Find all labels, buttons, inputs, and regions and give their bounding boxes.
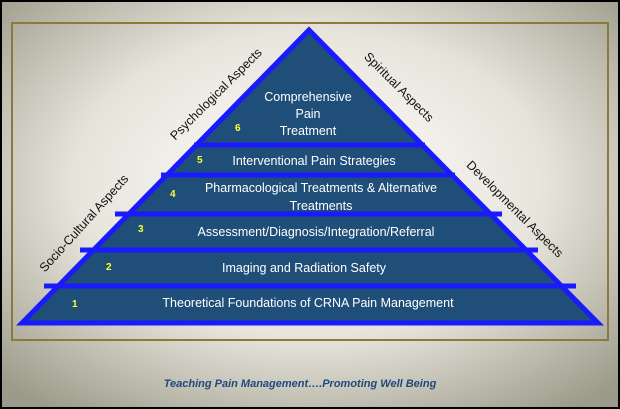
tier-2-number: 2 <box>106 262 112 273</box>
tier-6-label-line1: Comprehensive <box>264 90 352 104</box>
tier-1-number: 1 <box>72 299 78 310</box>
frame-border <box>11 22 609 341</box>
tier-4-number: 4 <box>170 189 176 200</box>
tier-5-number: 5 <box>197 155 203 166</box>
tier-2-label: Imaging and Radiation Safety <box>222 261 387 275</box>
tier-6-label-line3: Treatment <box>280 124 337 138</box>
tier-5-label: Interventional Pain Strategies <box>232 154 395 168</box>
tier-1-label: Theoretical Foundations of CRNA Pain Man… <box>162 296 454 310</box>
tier-4-label-line2: Treatments <box>290 199 353 213</box>
tier-dividers <box>44 142 576 289</box>
tier-3-number: 3 <box>138 224 144 235</box>
tier-3-label: Assessment/Diagnosis/Integration/Referra… <box>198 225 435 239</box>
tier-6-number: 6 <box>235 123 241 134</box>
caption: Teaching Pain Management….Promoting Well… <box>164 378 437 390</box>
tier-4-label-line1: Pharmacological Treatments & Alternative <box>205 181 437 195</box>
tier-6-label-line2: Pain <box>295 107 320 121</box>
